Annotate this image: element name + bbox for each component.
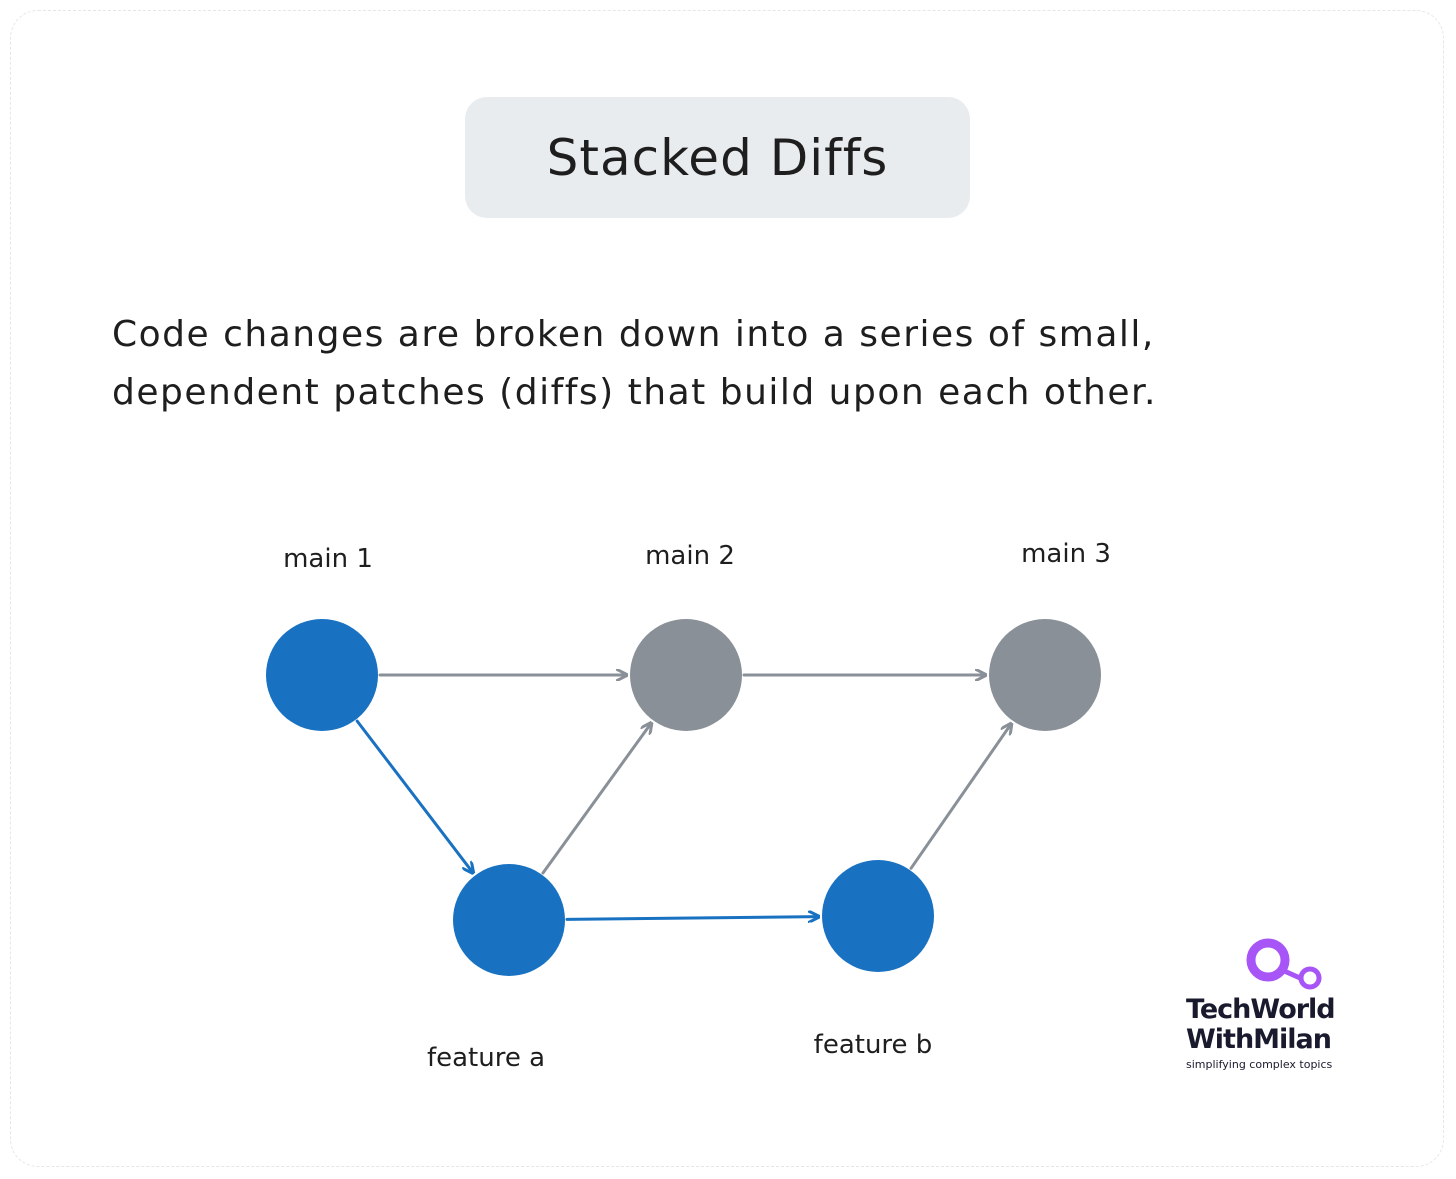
node-featureA bbox=[453, 864, 565, 976]
title-box: Stacked Diffs bbox=[465, 97, 970, 218]
description-line-1: Code changes are broken down into a seri… bbox=[112, 314, 1155, 355]
node-featureB bbox=[822, 860, 934, 972]
techworld-logo: TechWorld WithMilan simplifying complex … bbox=[1186, 936, 1376, 1076]
node-main2 bbox=[630, 619, 742, 731]
edge-featureA-to-featureB bbox=[565, 917, 818, 920]
frame-border bbox=[10, 10, 1444, 1167]
edge-featureB-to-main3 bbox=[909, 724, 1011, 870]
node-main3 bbox=[989, 619, 1101, 731]
description: Code changes are broken down into a seri… bbox=[112, 306, 1352, 422]
magnifier-link-icon bbox=[1246, 938, 1322, 990]
logo-text-line-2: WithMilan bbox=[1186, 1024, 1332, 1055]
node-main1 bbox=[266, 619, 378, 731]
logo-tagline: simplifying complex topics bbox=[1186, 1058, 1333, 1071]
edge-main1-to-featureA bbox=[355, 719, 472, 872]
logo-text-line-1: TechWorld bbox=[1186, 994, 1336, 1025]
diagram-title: Stacked Diffs bbox=[546, 128, 889, 187]
description-line-2: dependent patches (diffs) that build upo… bbox=[112, 372, 1157, 413]
edge-featureA-to-main2 bbox=[541, 724, 651, 875]
node-label-main3: main 3 bbox=[1021, 539, 1111, 569]
node-label-main1: main 1 bbox=[283, 544, 373, 574]
node-label-featureA: feature a bbox=[427, 1043, 545, 1073]
node-label-main2: main 2 bbox=[645, 541, 735, 571]
node-label-featureB: feature b bbox=[814, 1030, 933, 1060]
